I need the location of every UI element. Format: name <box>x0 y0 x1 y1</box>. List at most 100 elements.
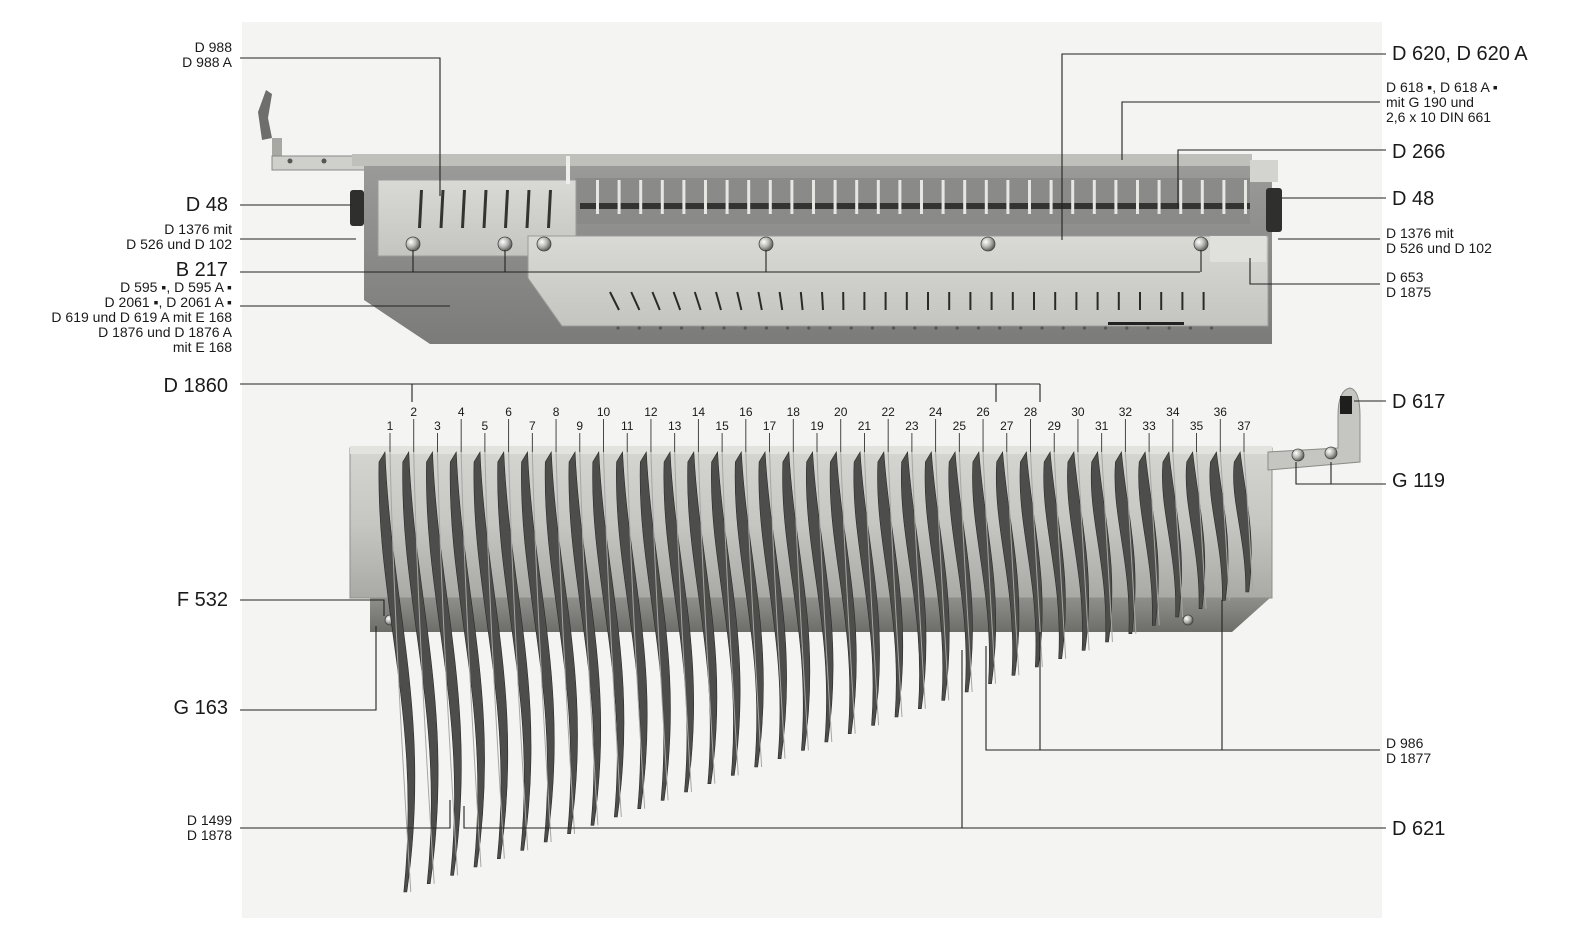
hook-highlight <box>650 451 669 801</box>
hook-number: 12 <box>644 405 658 419</box>
slot <box>833 180 837 214</box>
label-d1499: D 1499 D 1878 <box>187 813 232 843</box>
tick-dot <box>637 326 641 330</box>
leader-d986 <box>985 600 1380 751</box>
hook-number: 37 <box>1237 419 1251 433</box>
label-d1376-left: D 1376 mit D 526 und D 102 <box>126 222 232 252</box>
tick <box>630 291 641 311</box>
hook <box>544 450 578 834</box>
label-g163: G 163 <box>173 697 228 719</box>
slot <box>1049 180 1053 214</box>
tick-dot <box>849 326 853 330</box>
hook-highlight <box>531 451 552 843</box>
slot <box>617 180 621 214</box>
tick-dot <box>786 326 790 330</box>
knob-screw <box>497 236 513 252</box>
leader-d1860 <box>240 383 1041 402</box>
hook-highlight <box>935 451 950 701</box>
slot <box>504 190 509 228</box>
bracket-screw <box>1324 446 1338 460</box>
bracket-tip <box>1340 396 1352 414</box>
hook-number: 10 <box>597 405 611 419</box>
label-line: D 595 ▪, D 595 A ▪ <box>120 279 232 295</box>
hook-numbers: 1234567891011121314151617181920212223242… <box>387 405 1251 452</box>
label-d988: D 988 D 988 A <box>182 40 232 70</box>
hook-highlight <box>674 451 692 793</box>
label-d988a-line: D 988 A <box>182 54 232 70</box>
label-d618: D 618 ▪, D 618 A ▪ mit G 190 und 2,6 x 1… <box>1386 80 1498 125</box>
hook-number: 24 <box>929 405 943 419</box>
tick-dot <box>701 326 705 330</box>
hook-highlight <box>958 451 973 693</box>
hook-highlight <box>508 451 529 851</box>
plate-slots <box>418 190 552 228</box>
rail-screw <box>321 158 327 164</box>
slot <box>461 190 466 228</box>
plate-rib <box>1210 236 1266 262</box>
leader-g119 <box>1295 462 1386 485</box>
slot <box>439 190 445 228</box>
slot <box>547 190 552 228</box>
hook-highlight <box>579 451 599 826</box>
tick <box>693 291 702 311</box>
tick <box>651 291 661 311</box>
hook-highlight <box>816 451 833 743</box>
tick-dot <box>1146 326 1150 330</box>
tick-dot <box>764 326 769 330</box>
tick <box>715 291 722 311</box>
hook-number: 11 <box>621 419 634 433</box>
hook-number: 34 <box>1166 405 1180 419</box>
hook-highlight <box>603 451 622 818</box>
tick-dot <box>1188 326 1192 330</box>
hook <box>877 451 904 718</box>
hook-highlight <box>1101 451 1113 643</box>
tick <box>672 291 682 311</box>
tick <box>609 291 620 311</box>
slot <box>1222 180 1226 214</box>
hook-number: 22 <box>881 405 895 419</box>
hook-number: 28 <box>1024 405 1038 419</box>
slot <box>1244 180 1247 214</box>
label-d620: D 620, D 620 A <box>1392 43 1528 65</box>
label-g119: G 119 <box>1392 470 1445 492</box>
slot <box>768 180 772 214</box>
rod <box>580 203 1250 209</box>
slot <box>596 180 599 214</box>
tick-dot <box>658 326 663 330</box>
hook-number: 2 <box>410 405 417 419</box>
hook-bar-lip <box>350 446 1272 454</box>
hook-number: 19 <box>810 419 824 433</box>
tick <box>757 291 763 311</box>
leader-d1499 <box>240 800 451 829</box>
right-bracket <box>1267 387 1361 471</box>
bracket-screw <box>1291 448 1305 462</box>
top-assembly <box>258 90 1282 344</box>
hook <box>639 450 671 801</box>
hook-highlight <box>1172 451 1184 618</box>
slot <box>525 190 531 228</box>
tick-dot <box>955 326 959 330</box>
tick-dot <box>807 326 811 330</box>
label-line: D 2061 ▪, D 2061 A ▪ <box>104 294 232 310</box>
slot <box>482 190 488 228</box>
tick-dot <box>680 326 684 330</box>
hook-highlight <box>484 451 505 859</box>
label-line: D 1376 mit <box>1386 225 1454 241</box>
leader-d620 <box>1061 53 1386 240</box>
slot <box>682 180 686 214</box>
hook-highlight <box>697 451 716 784</box>
slot <box>920 180 923 214</box>
tick-dot <box>976 326 981 330</box>
leader-d653 <box>1249 258 1380 285</box>
hook <box>900 451 927 709</box>
slot <box>747 180 751 214</box>
hook-highlight <box>745 451 763 768</box>
label-line: D 1875 <box>1386 284 1432 300</box>
knob-screw <box>536 236 552 252</box>
hook <box>592 450 625 818</box>
hook-highlight <box>555 451 576 834</box>
tick-dot <box>1019 326 1023 330</box>
tick <box>821 291 824 311</box>
label-line: D 1876 und D 1876 A <box>98 324 232 340</box>
